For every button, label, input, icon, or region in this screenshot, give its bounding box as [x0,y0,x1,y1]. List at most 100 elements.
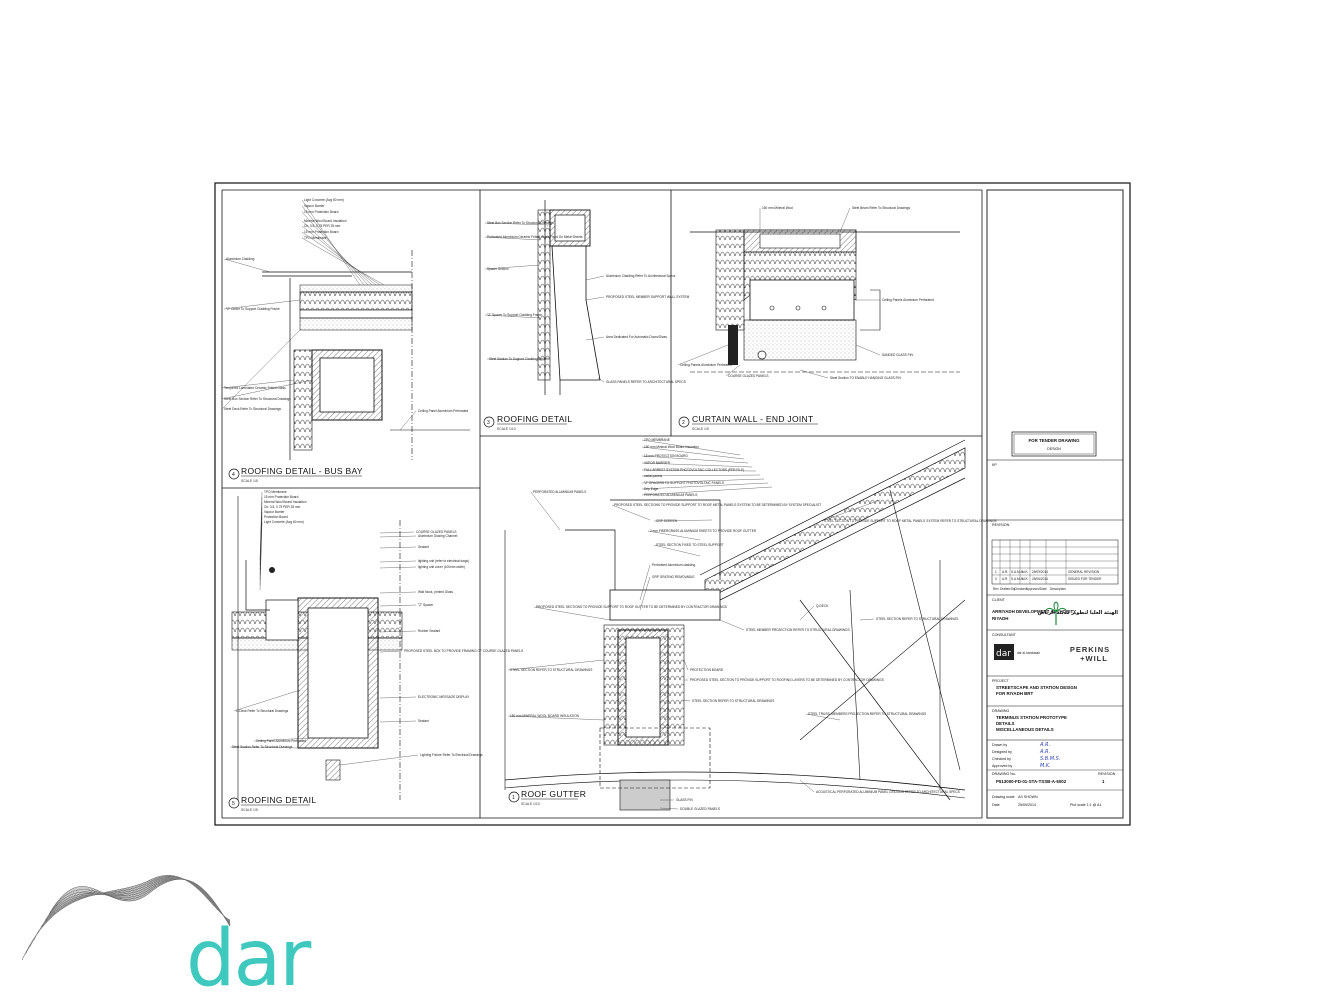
drawing-line-1: TERMINUS STATION PROTOTYPE [996,715,1067,720]
client-palm-logo [1045,601,1067,625]
d2-note-4: Ceiling Panels Aluminium Perforated [680,363,732,367]
d1-note-4: FULL ARREST SYSTEM PHOTOVOLTAIC COLLECTO… [644,468,744,472]
d5-leader-12 [379,591,417,594]
d1-leader-10 [653,519,713,522]
d3-note-5: Aluminium Cladding Refer To Architectura… [606,274,676,278]
d1-note-7: Drip Edge [644,487,658,491]
wave-line [49,879,231,927]
d4-leader-3 [301,220,373,286]
detail-5-number: 5 [232,801,235,807]
detail-1-scale: SCALE 1/10 [521,802,540,806]
d5-note-1: 15 mm Protection Board [264,495,299,499]
d1-leader-22 [507,659,605,671]
d3-leader-3 [484,314,541,319]
revision-label: REVISION [992,523,1010,527]
d5-note-17: Sealant [418,719,429,723]
detail-2-scale: SCALE 1/5 [692,427,709,431]
d1-leader-2 [641,455,749,464]
d2-note-0: 150 mm Mineral Wool [762,206,793,210]
d5-leader-9 [379,546,417,549]
d4-leader-1 [301,205,365,286]
detail-3-scale: SCALE 1/10 [497,427,516,431]
d5-leader-19 [253,737,311,742]
d3-leader-4 [486,358,546,361]
d2-leader-4 [677,344,729,366]
rev-row-1-desc: GENERAL REVISION [1068,570,1100,574]
client-arabic-name: الهيئة العليا لتطوير مدينة الرياض [1038,610,1119,616]
d1-note-28: ACOUSTICAL PERFORATED ALUMINIUM PANEL CE… [816,790,960,794]
detail-3-roofing: 3 ROOFING DETAIL SCALE 1/10 [483,200,601,431]
date-value: 25/09/2014 [1018,803,1036,807]
rev-row-2-drafted: A.R. [1002,577,1008,581]
d5-leader-21 [339,754,419,766]
drawing-scale-value: AS SHOWN [1018,795,1038,799]
d3-leader-2 [484,264,541,270]
d3-leader-7 [585,336,605,341]
d1-note-22: STEEL SECTION REFER TO STRUCTURAL DRAWIN… [510,668,592,672]
date-label: Date [992,803,1000,807]
rev-header-rev: Rev [993,587,999,591]
rev-row-2-date: 25/06/2014 [1032,577,1048,581]
detail-2-curtain-wall: 2 CURTAIN WALL - END JOINT SCALE 1/5 [678,229,960,431]
d5-leader-15 [379,650,403,653]
d3-note-1: Perforated Aluminium Ceramic Fritted Gla… [487,235,583,239]
perkins-will-line1: PERKINS [1070,645,1110,654]
project-label: PROJECT [992,679,1010,683]
d3-note-8: GLASS PANELS REFER TO ARCHITECTURAL SPEC… [606,380,686,384]
d4-note-2: 15 mm Protection Board [304,210,339,214]
d5-leader-8 [379,535,417,538]
d1-note-2: 15 mm PROTECTION BOARD [644,454,688,458]
d2-leader-6 [799,369,829,379]
d5-leader-16 [379,696,417,699]
client-name-2: RIYADH [992,616,1008,621]
project-line-1: STREETSCAPE AND STATION DESIGN [996,685,1077,690]
detail-1-number: 1 [512,795,515,801]
d5-note-8: Aluminium Glazing Channel [418,534,458,538]
d1-leader-3 [641,462,753,468]
d1-note-9: PROPOSED STEEL SECTIONS TO PROVIDE SUPPO… [614,503,821,507]
d1-note-8: PERFORATED ALUMINIUM PANELS [644,493,697,497]
drawing-line-2: DETAILS [996,721,1015,726]
detail-1-title: ROOF GUTTER [521,789,586,799]
d1-note-10: GRP SCREEN [656,519,678,523]
drawing-number: P513000-FD-01-STA-TSSB-A-5002 [996,779,1067,784]
d3-note-2: Spacer Section [487,267,509,271]
designed-by-value: A.R. [1039,749,1050,755]
d5-leader-13 [379,604,417,607]
checked-by-value: S.B.M.S. [1040,756,1060,762]
d1-leader-28 [799,779,815,793]
d1-leader-9 [611,504,651,521]
approved-by-label: Approved by [992,764,1012,768]
d5-note-19: Ceiling Panel Aluminium Perforated [256,739,306,743]
d1-leader-11 [647,530,701,541]
detail-5-title: ROOFING DETAIL [241,795,316,805]
plot-scale: Plot scale 1:1 @ A1 [1070,803,1101,807]
revision-number: 1 [1102,779,1105,784]
d1-leader-23 [507,715,605,721]
d1-note-17: STEEL MEMBER PROJECTION REFER TO STRUCTU… [746,628,850,632]
d1-note-1: 150 mm Mineral Wool Board Insulation [644,445,699,449]
d5-note-7: COURSE GLAZED PANELS [416,530,457,534]
d1-note-12: STEEL SECTION FIXED TO STEEL SUPPORT [656,543,724,547]
d1-leader-4 [641,469,757,472]
d1-leader-15 [821,499,881,522]
d1-leader-19 [859,618,875,621]
consultant-dar-logo: dar dar al-handasah [994,644,1040,660]
d5-note-15: PROPOSED STEEL BOX TO PROVIDE FRAMING OF… [404,649,523,653]
d1-leader-17 [719,619,745,631]
d4-note-9: Tempered Laminated Ceramic Fritted Glass [224,386,286,390]
d1-leader-18 [799,605,815,621]
drawing-scale-label: Drawing scale [992,795,1015,799]
d4-leader-11 [221,329,301,410]
detail-3-title: ROOFING DETAIL [497,414,572,424]
detail-4-roofing-bus-bay: 4 ROOFING DETAIL - BUS BAY SCALE 1/5 [228,250,470,483]
d5-note-16: ELECTRONIC MESSAGE DISPLAY [418,695,470,699]
rev-header-drafted: Drafted By [1000,587,1015,591]
d3-note-4: Steel Section To Support Cladding System [489,357,549,361]
d5-note-13: "Z" Spacer [418,603,434,607]
d5-note-4: Vapour Barrier [264,510,285,514]
d4-note-10: Steel Box Section Refer To Structural Dr… [224,397,291,401]
d4-leader-6 [301,237,385,286]
d4-note-8: "Z" Girder To Support Cladding Frame [226,307,280,311]
drawn-by-value: A.R. [1039,742,1050,748]
